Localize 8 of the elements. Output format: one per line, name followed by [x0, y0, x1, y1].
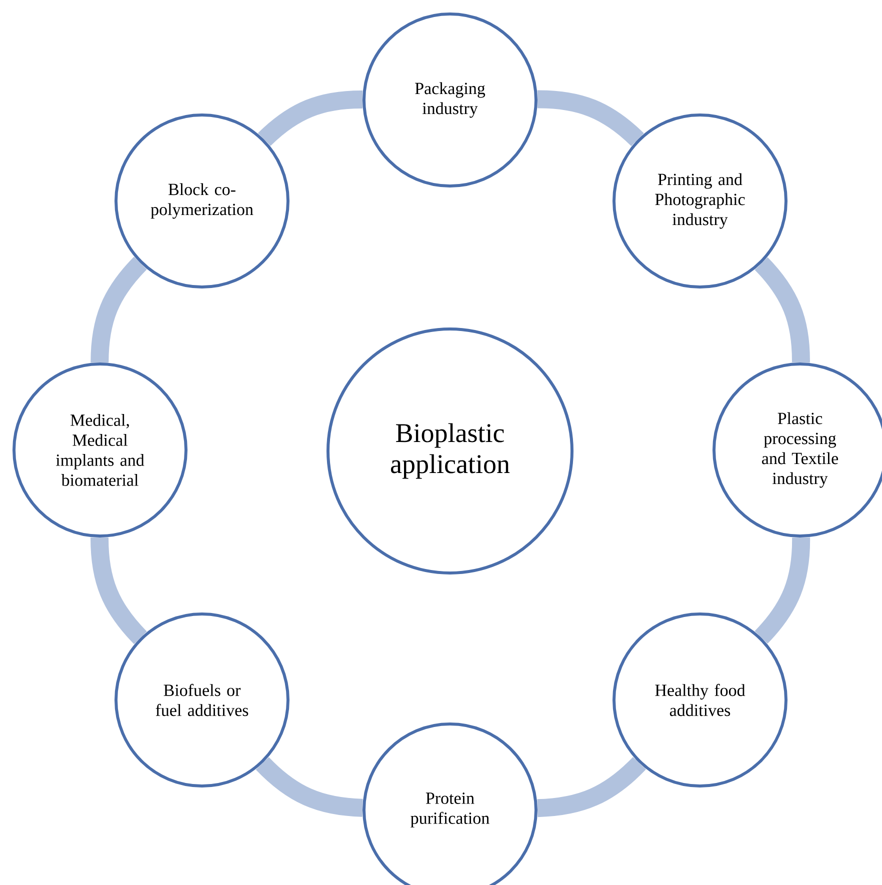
ring-segment [256, 757, 363, 817]
ring-segment [537, 90, 644, 146]
ring-segment [537, 756, 646, 818]
ring-segment [90, 537, 147, 644]
ring-segment [754, 537, 810, 644]
ring-segment [754, 257, 810, 363]
ring-segment [90, 256, 147, 363]
ring-segment [258, 90, 363, 146]
